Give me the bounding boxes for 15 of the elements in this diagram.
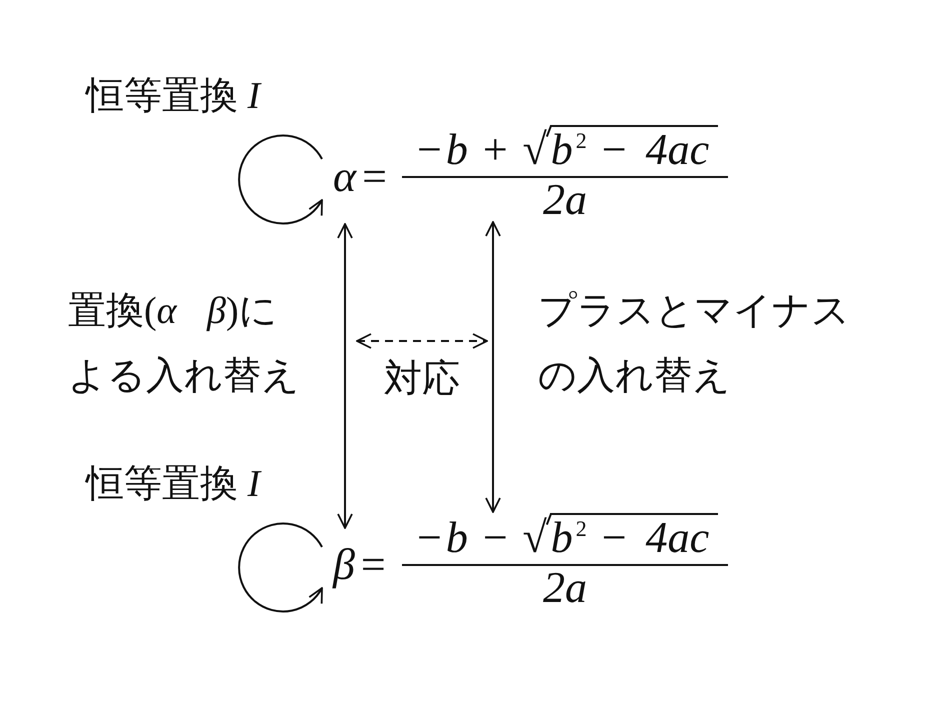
note-label: 対応: [384, 357, 460, 401]
equation-left-side: α=: [322, 140, 400, 224]
double-arrow: [485, 221, 501, 513]
numerator: −b + √b$^{2}$ − 4ac: [417, 124, 718, 176]
equation-left-side: β=: [322, 528, 400, 612]
double-arrow: [337, 223, 353, 529]
denominator: 2a: [543, 566, 587, 610]
edge-label: 恒等置換 I: [86, 462, 260, 506]
numerator: −b − √b$^{2}$ − 4ac: [417, 512, 718, 564]
edge-label: 置換(α β)による入れ替え: [68, 289, 301, 399]
loop-arrow: [238, 134, 323, 224]
loop-arrow: [238, 522, 323, 612]
denominator: 2a: [543, 178, 587, 222]
edge-label: 恒等置換 I: [86, 74, 260, 118]
edge-label: プラスとマイナスの入れ替え: [538, 289, 851, 399]
